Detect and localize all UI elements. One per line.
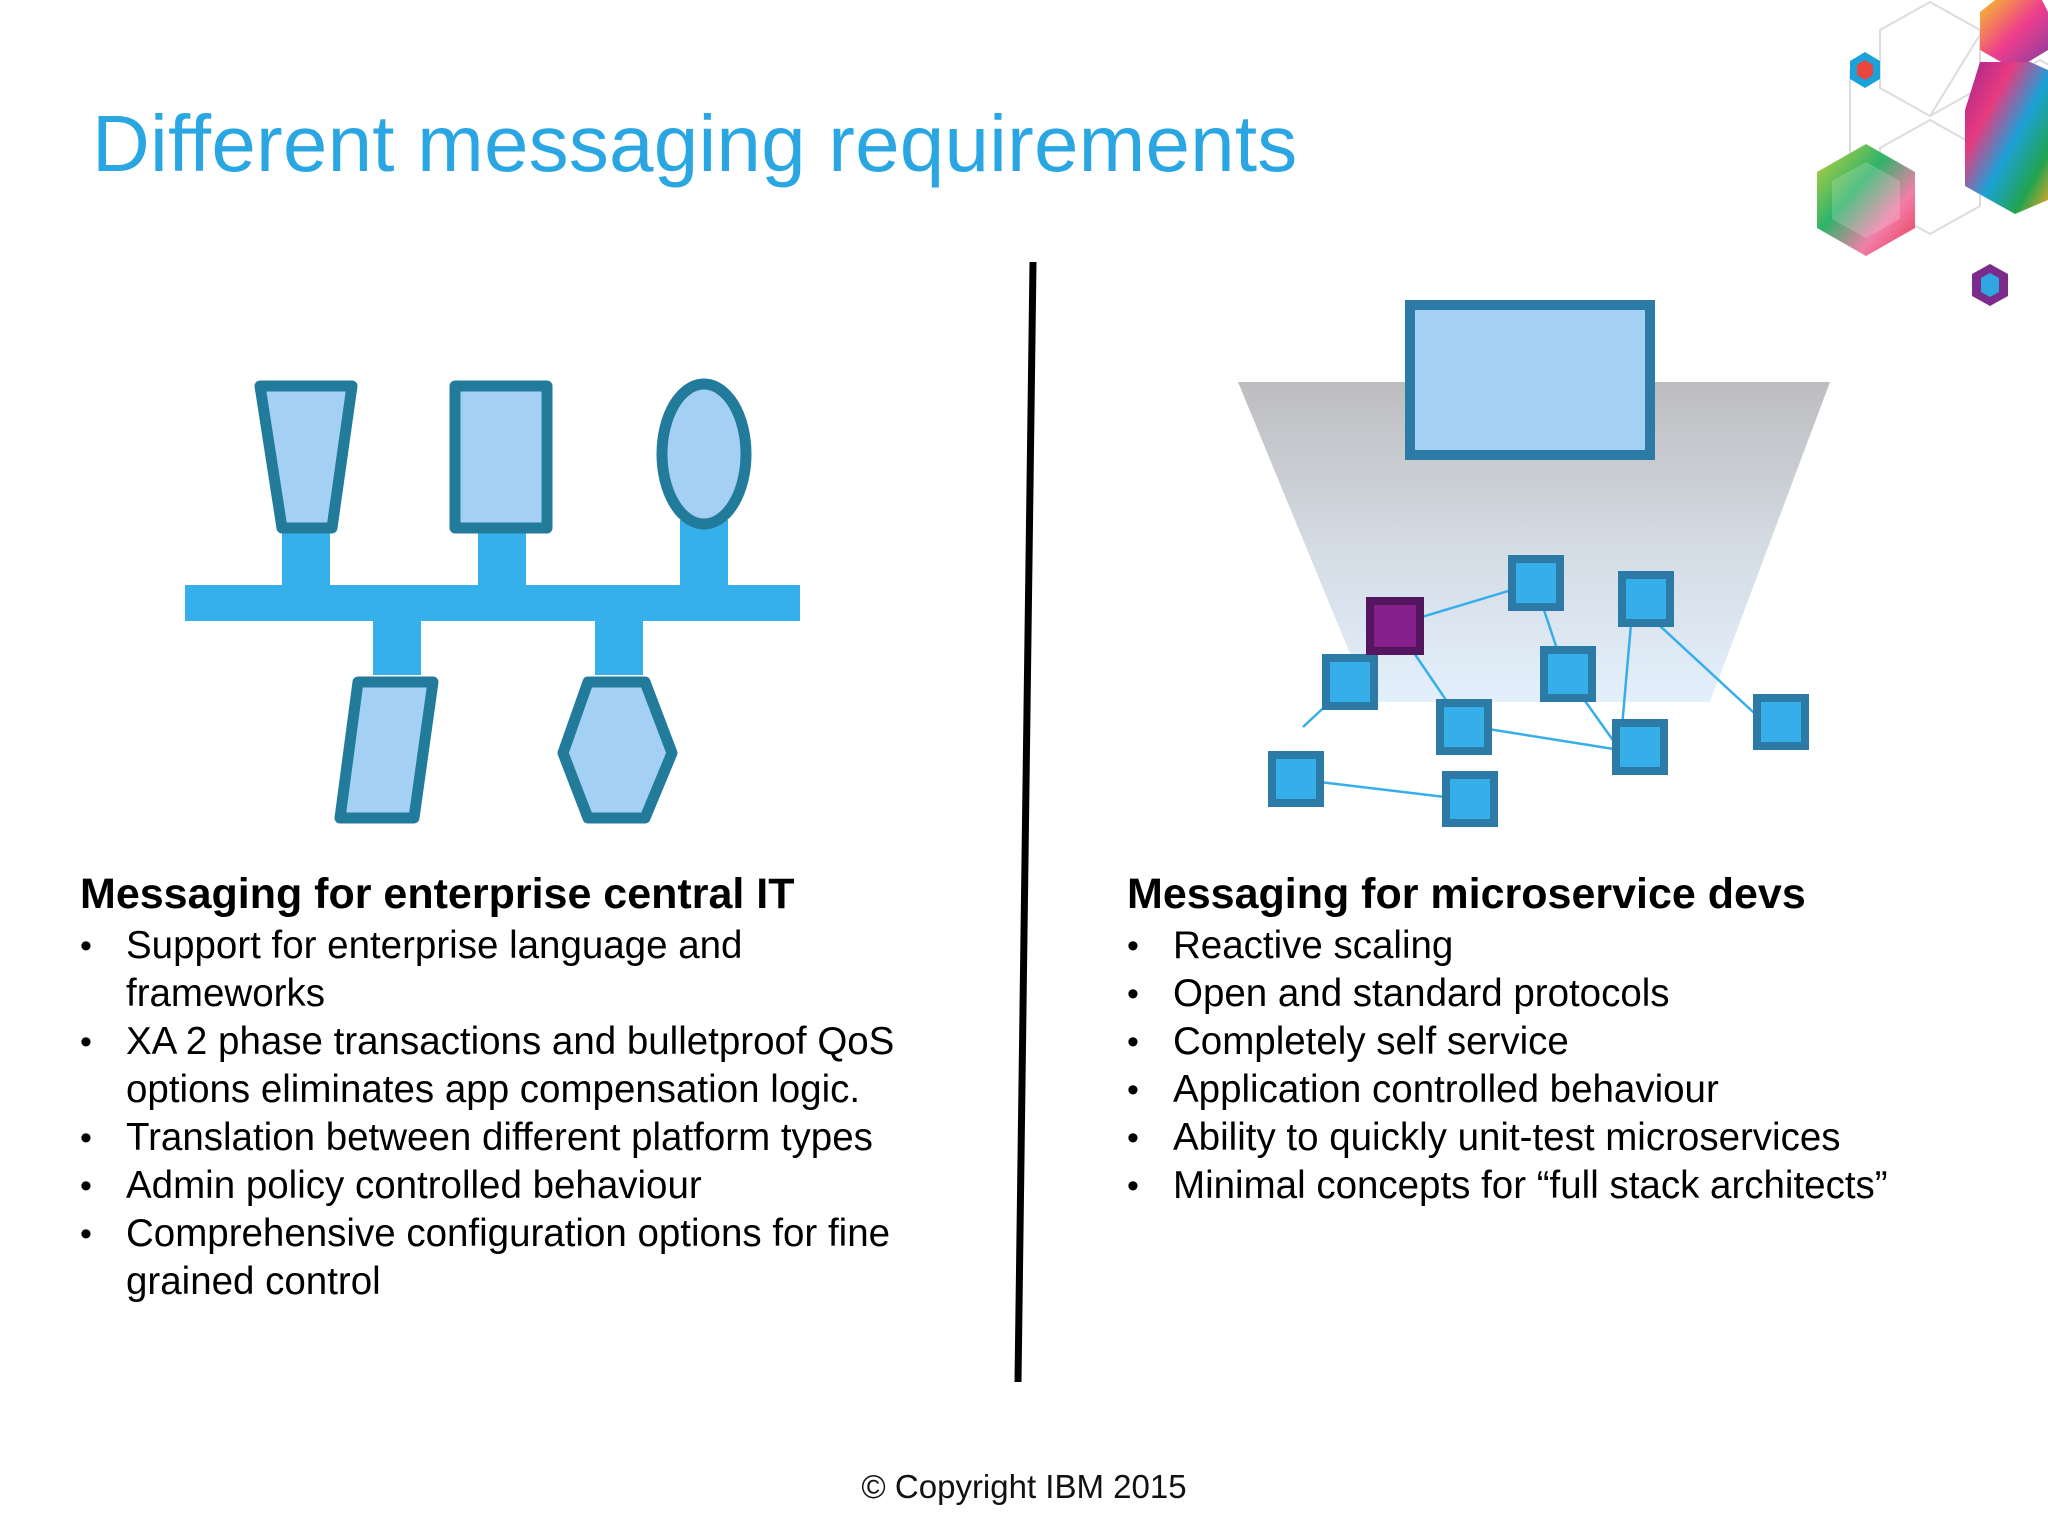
list-item: Admin policy controlled behaviour bbox=[80, 1162, 946, 1210]
enterprise-bullet-list: Support for enterprise language and fram… bbox=[80, 922, 960, 1306]
microservice-column: Messaging for microservice devs Reactive… bbox=[1127, 868, 2007, 1210]
microservice-heading: Messaging for microservice devs bbox=[1127, 870, 1806, 918]
list-item: Reactive scaling bbox=[1127, 922, 2007, 970]
list-item: Ability to quickly unit-test microservic… bbox=[1127, 1114, 2007, 1162]
list-item: Application controlled behaviour bbox=[1127, 1066, 2007, 1114]
list-item: Completely self service bbox=[1127, 1018, 2007, 1066]
copyright-footer: © Copyright IBM 2015 bbox=[861, 1468, 1187, 1505]
list-item: Translation between different platform t… bbox=[80, 1114, 946, 1162]
enterprise-heading: Messaging for enterprise central IT bbox=[80, 870, 795, 918]
list-item: Support for enterprise language and fram… bbox=[80, 922, 946, 1018]
enterprise-column: Messaging for enterprise central IT Supp… bbox=[80, 868, 960, 1306]
list-item: XA 2 phase transactions and bulletproof … bbox=[80, 1018, 946, 1114]
list-item: Comprehensive configuration options for … bbox=[80, 1210, 946, 1306]
microservice-bullet-list: Reactive scaling Open and standard proto… bbox=[1127, 922, 2007, 1210]
list-item: Minimal concepts for “full stack archite… bbox=[1127, 1162, 2007, 1210]
microservice-network-icon bbox=[1238, 300, 1830, 827]
hexagon-logo-icon bbox=[1817, 0, 2048, 306]
enterprise-bus-icon bbox=[185, 378, 800, 824]
list-item: Open and standard protocols bbox=[1127, 970, 2007, 1018]
slide-title: Different messaging requirements bbox=[92, 99, 1298, 188]
